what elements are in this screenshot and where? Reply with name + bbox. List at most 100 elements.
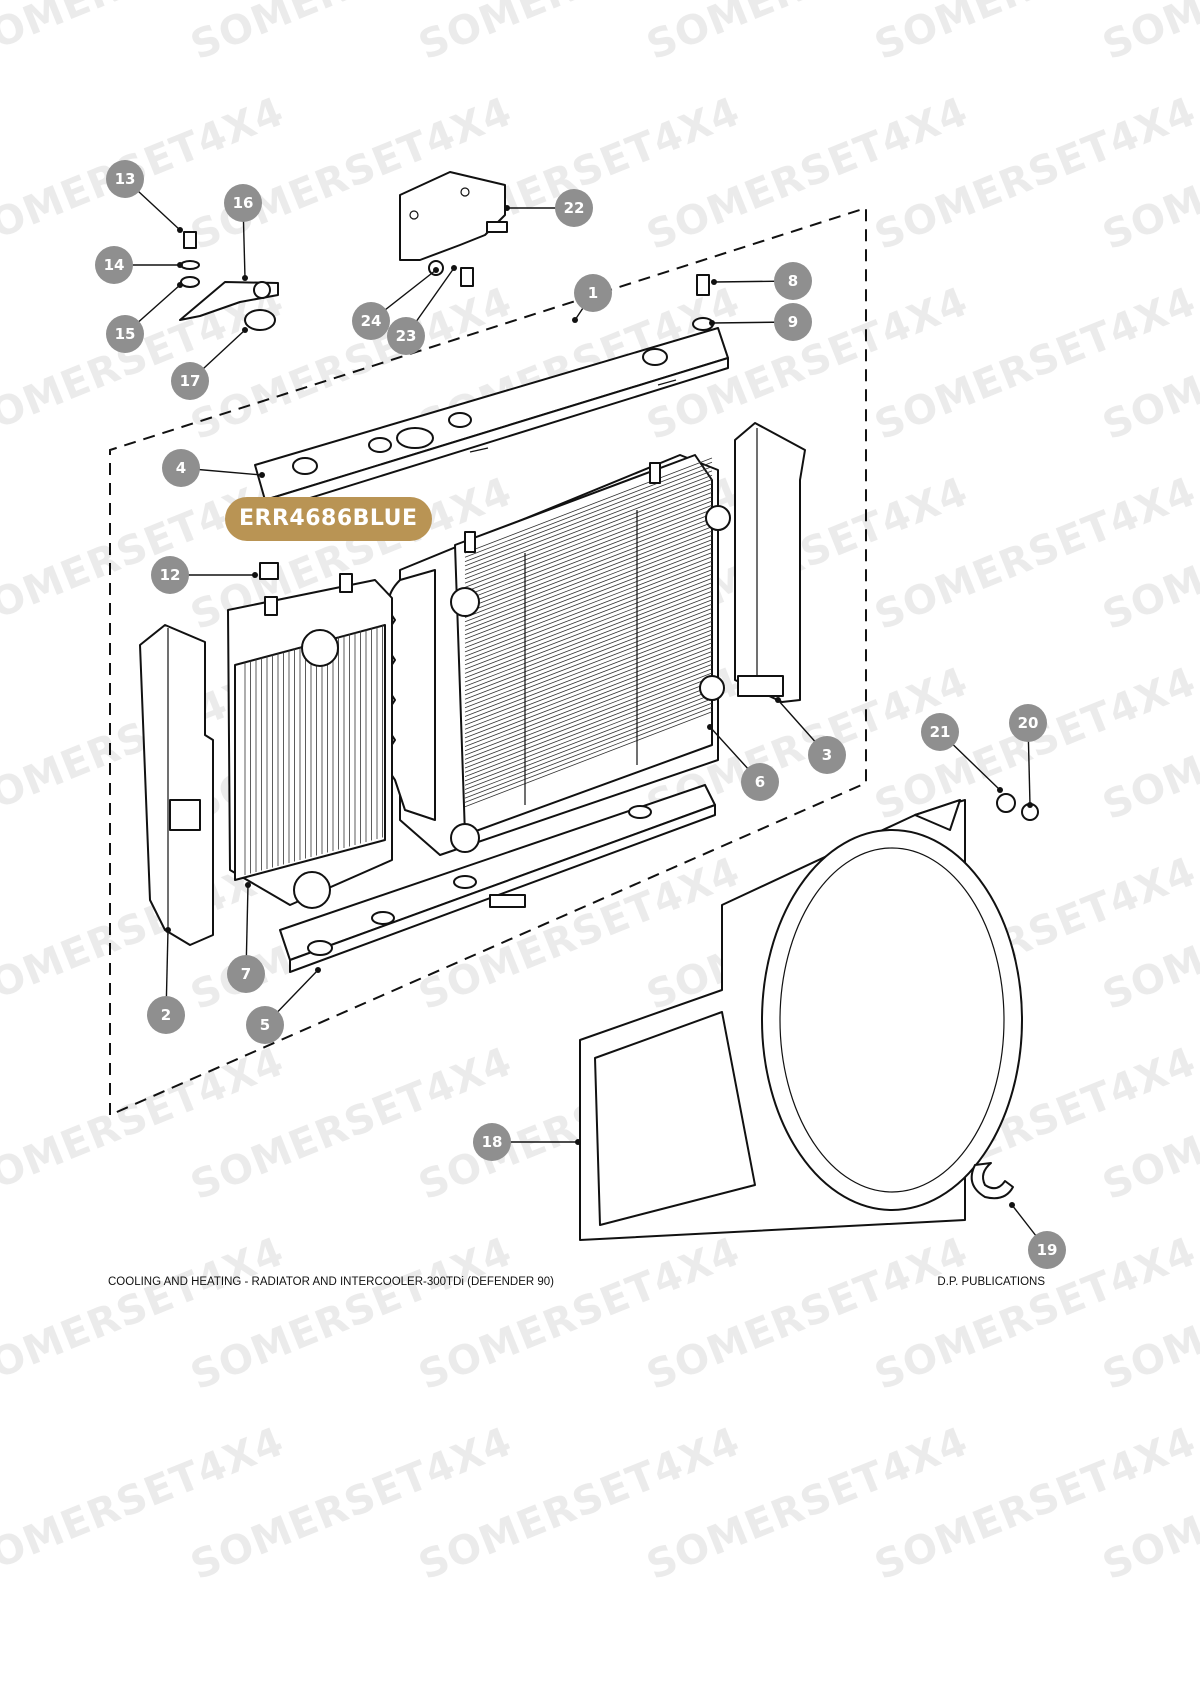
- callout-18[interactable]: 18: [473, 1123, 511, 1161]
- callout-circle[interactable]: [387, 317, 425, 355]
- callout-circle[interactable]: [106, 160, 144, 198]
- radiator-fin-line: [464, 483, 713, 580]
- leader-end-dot: [242, 327, 248, 333]
- radiator-fin-line: [464, 470, 713, 567]
- radiator-fin-line: [464, 582, 713, 679]
- radiator-fin-line: [464, 479, 713, 575]
- callout-15[interactable]: 15: [106, 315, 144, 353]
- callout-19[interactable]: 19: [1028, 1231, 1066, 1269]
- callout-circle[interactable]: [246, 1006, 284, 1044]
- callout-circle[interactable]: [921, 713, 959, 751]
- leader-end-dot: [711, 279, 717, 285]
- radiator-fin-line: [464, 707, 713, 803]
- callout-number: 2: [161, 1006, 171, 1024]
- callout-14[interactable]: 14: [95, 246, 133, 284]
- callout-circle[interactable]: [95, 246, 133, 284]
- callout-circle[interactable]: [227, 955, 265, 993]
- leader-end-dot: [177, 227, 183, 233]
- callout-16[interactable]: 16: [224, 184, 262, 222]
- callout-number: 1: [588, 284, 598, 302]
- callout-23[interactable]: 23: [387, 317, 425, 355]
- radiator-fins: [464, 457, 713, 808]
- callout-9[interactable]: 9: [774, 303, 812, 341]
- callout-number: 4: [176, 459, 186, 477]
- callout-number: 14: [104, 256, 125, 274]
- radiator-fin-line: [464, 629, 713, 726]
- leader-end-dot: [1027, 802, 1033, 808]
- radiator-fin-line: [464, 522, 713, 618]
- leader-end-dot: [242, 275, 248, 281]
- callout-24[interactable]: 24: [352, 302, 390, 340]
- radiator-fin-line: [464, 457, 713, 554]
- callout-circle[interactable]: [106, 315, 144, 353]
- callout-13[interactable]: 13: [106, 160, 144, 198]
- radiator-fin-line: [464, 526, 713, 623]
- callout-circle[interactable]: [808, 736, 846, 774]
- radiator-fin-line: [464, 509, 713, 605]
- leader-end-dot: [1009, 1202, 1015, 1208]
- callout-1[interactable]: 1: [574, 274, 612, 312]
- radiator-fin-line: [464, 556, 713, 653]
- callout-17[interactable]: 17: [171, 362, 209, 400]
- callout-circle[interactable]: [171, 362, 209, 400]
- callout-circle[interactable]: [555, 189, 593, 227]
- radiator-fin-line: [464, 676, 713, 773]
- left-side-cowl: [139, 624, 214, 946]
- radiator-fin-line: [464, 685, 713, 782]
- callout-circle[interactable]: [574, 274, 612, 312]
- radiator-fin-line: [464, 599, 713, 696]
- callout-circle[interactable]: [774, 262, 812, 300]
- callout-8[interactable]: 8: [774, 262, 812, 300]
- callout-circle[interactable]: [147, 996, 185, 1034]
- callout-22[interactable]: 22: [555, 189, 593, 227]
- top-mounting-rail: [254, 327, 729, 513]
- radiator-fin-line: [464, 543, 713, 640]
- part-code-badge[interactable]: ERR4686BLUE: [225, 497, 432, 541]
- callout-4[interactable]: 4: [162, 449, 200, 487]
- callout-circle[interactable]: [151, 556, 189, 594]
- callout-number: 16: [233, 194, 254, 212]
- leader-end-dot: [433, 267, 439, 273]
- radiator-fin-line: [464, 651, 713, 747]
- callout-6[interactable]: 6: [741, 763, 779, 801]
- watermark-text: SOMERSET4X4: [1097, 0, 1200, 69]
- callout-12[interactable]: 12: [151, 556, 189, 594]
- callout-circle[interactable]: [1028, 1231, 1066, 1269]
- radiator-fin-line: [464, 500, 713, 597]
- radiator-fin-line: [464, 672, 713, 769]
- callout-number: 13: [115, 170, 136, 188]
- callout-number: 21: [930, 723, 951, 741]
- radiator-fin-line: [464, 638, 713, 734]
- callout-number: 17: [180, 372, 201, 390]
- callout-circle[interactable]: [741, 763, 779, 801]
- callout-7[interactable]: 7: [227, 955, 265, 993]
- radiator-fin-line: [464, 616, 713, 713]
- leader-end-dot: [775, 697, 781, 703]
- callout-number: 24: [361, 312, 382, 330]
- radiator-fin-line: [464, 539, 713, 636]
- radiator-fin-line: [464, 608, 713, 704]
- callout-circle[interactable]: [224, 184, 262, 222]
- radiator-fin-line: [464, 655, 713, 752]
- callout-21[interactable]: 21: [921, 713, 959, 751]
- radiator-fin-line: [464, 646, 713, 743]
- callout-circle[interactable]: [774, 303, 812, 341]
- callout-circle[interactable]: [473, 1123, 511, 1161]
- radiator-fin-line: [464, 461, 713, 558]
- callout-3[interactable]: 3: [808, 736, 846, 774]
- callout-circle[interactable]: [1009, 704, 1047, 742]
- radiator-fin-line: [464, 590, 713, 687]
- callout-20[interactable]: 20: [1009, 704, 1047, 742]
- callout-circle[interactable]: [352, 302, 390, 340]
- callout-number: 7: [241, 965, 251, 983]
- callout-2[interactable]: 2: [147, 996, 185, 1034]
- radiator-fin-line: [464, 578, 713, 674]
- callout-circle[interactable]: [162, 449, 200, 487]
- callout-5[interactable]: 5: [246, 1006, 284, 1044]
- radiator-fin-line: [464, 668, 713, 765]
- leader-end-dot: [165, 927, 171, 933]
- cowl-bracket: [399, 171, 508, 261]
- leader-end-dot: [572, 317, 578, 323]
